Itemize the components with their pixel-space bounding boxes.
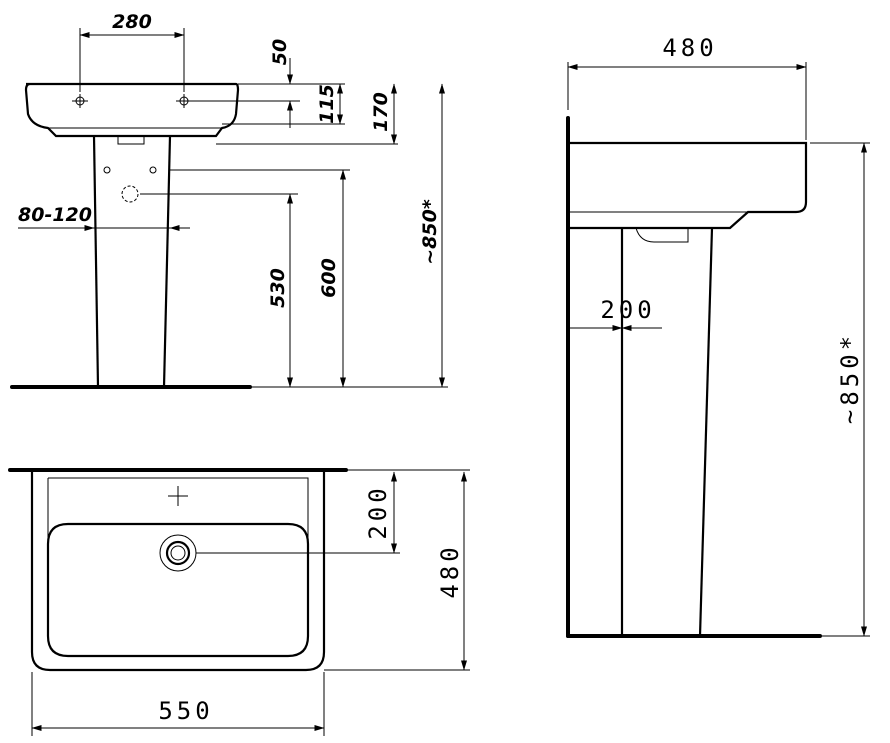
plan-view: 200 480 550 — [8, 468, 470, 736]
tap-hole-right — [176, 94, 192, 108]
dim-label-115: 115 — [316, 84, 338, 124]
dim-label-850-side: ~850* — [836, 332, 864, 424]
dim-label-280: 280 — [112, 11, 152, 33]
waste-outlet-circle — [121, 185, 139, 203]
siphon-fitting — [635, 227, 689, 243]
dim-label-480-plan: 480 — [436, 543, 464, 598]
dim-label-550: 550 — [158, 697, 213, 725]
basin-plan-rim — [48, 477, 309, 540]
dim-label-480-side: 480 — [662, 34, 717, 62]
dim-label-200-side: 200 — [600, 296, 655, 324]
dim-label-850-front: ~850* — [419, 199, 441, 265]
drain-fitting — [117, 135, 145, 145]
front-elevation-view: 280 50 115 170 80-120 530 600 ~850* — [10, 11, 448, 389]
bowl-outline — [46, 522, 310, 658]
fixing-hole-right — [149, 166, 157, 174]
dim-label-530: 530 — [267, 268, 289, 308]
drain-outer — [159, 534, 197, 572]
basin-plan-outer — [30, 470, 326, 672]
tap-hole-left — [72, 94, 88, 108]
side-elevation-view: 480 200 ~850* — [566, 34, 870, 638]
pedestal-front-edge — [698, 227, 714, 637]
dim-label-200-plan: 200 — [364, 484, 392, 539]
dim-label-50: 50 — [269, 39, 291, 65]
fixing-hole-left — [103, 166, 111, 174]
dim-label-600: 600 — [318, 258, 340, 298]
pedestal-right-edge — [162, 135, 172, 388]
pedestal-left-edge — [92, 135, 100, 388]
dim-label-170: 170 — [370, 92, 392, 132]
basin-side-outline — [570, 141, 808, 230]
dim-label-80-120: 80-120 — [18, 204, 92, 226]
drain-inner — [165, 540, 191, 566]
